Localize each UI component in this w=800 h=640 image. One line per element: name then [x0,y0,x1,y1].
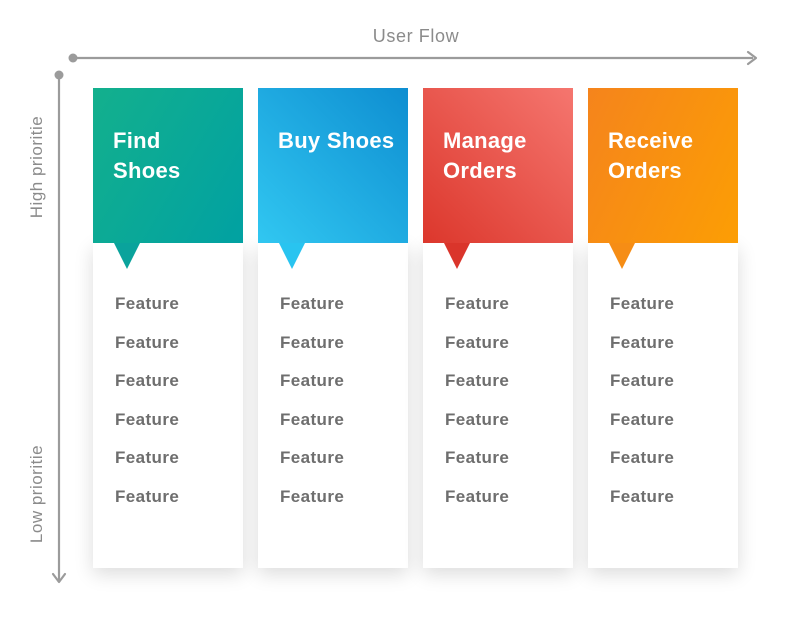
step-title: Buy Shoes [278,128,395,153]
priority-arrow-icon [51,70,67,584]
step-header: Buy Shoes [258,88,408,243]
story-map-board: Find Shoes Feature Feature Feature Featu… [93,88,738,568]
speech-bubble-tail-icon [279,243,305,269]
feature-item: Feature [445,371,510,391]
feature-card: Feature Feature Feature Feature Feature … [423,243,573,568]
feature-list: Feature Feature Feature Feature Feature … [93,243,243,516]
feature-item: Feature [280,409,345,429]
feature-list: Feature Feature Feature Feature Feature … [423,243,573,516]
feature-item: Feature [445,448,510,468]
feature-item: Feature [115,294,180,314]
feature-item: Feature [610,448,675,468]
feature-item: Feature [280,332,345,352]
feature-item: Feature [610,371,675,391]
step-column-3: Manage Orders Feature Feature Feature Fe… [423,88,573,568]
feature-list: Feature Feature Feature Feature Feature … [588,243,738,516]
step-header: Receive Orders [588,88,738,243]
feature-card: Feature Feature Feature Feature Feature … [93,243,243,568]
step-title: Receive Orders [608,128,694,183]
feature-item: Feature [610,294,675,314]
speech-bubble-tail-icon [444,243,470,269]
feature-card: Feature Feature Feature Feature Feature … [258,243,408,568]
feature-item: Feature [610,486,675,506]
feature-item: Feature [280,371,345,391]
feature-item: Feature [115,448,180,468]
low-priority-label: Low prioritie [27,444,46,544]
feature-item: Feature [445,332,510,352]
step-column-1: Find Shoes Feature Feature Feature Featu… [93,88,243,568]
feature-item: Feature [445,409,510,429]
feature-item: Feature [115,371,180,391]
feature-item: Feature [610,332,675,352]
feature-card: Feature Feature Feature Feature Feature … [588,243,738,568]
step-header: Manage Orders [423,88,573,243]
speech-bubble-tail-icon [114,243,140,269]
feature-item: Feature [115,409,180,429]
feature-item: Feature [610,409,675,429]
feature-item: Feature [280,486,345,506]
step-column-2: Buy Shoes Feature Feature Feature Featur… [258,88,408,568]
feature-item: Feature [280,294,345,314]
feature-item: Feature [280,448,345,468]
step-header: Find Shoes [93,88,243,243]
high-priority-label: High prioritie [27,115,46,219]
step-title: Manage Orders [443,128,527,183]
user-flow-arrow-icon [68,50,758,66]
feature-list: Feature Feature Feature Feature Feature … [258,243,408,516]
step-column-4: Receive Orders Feature Feature Feature F… [588,88,738,568]
feature-item: Feature [445,294,510,314]
feature-item: Feature [445,486,510,506]
feature-item: Feature [115,486,180,506]
user-flow-axis-label: User Flow [372,26,460,46]
speech-bubble-tail-icon [609,243,635,269]
feature-item: Feature [115,332,180,352]
step-title: Find Shoes [113,128,181,183]
